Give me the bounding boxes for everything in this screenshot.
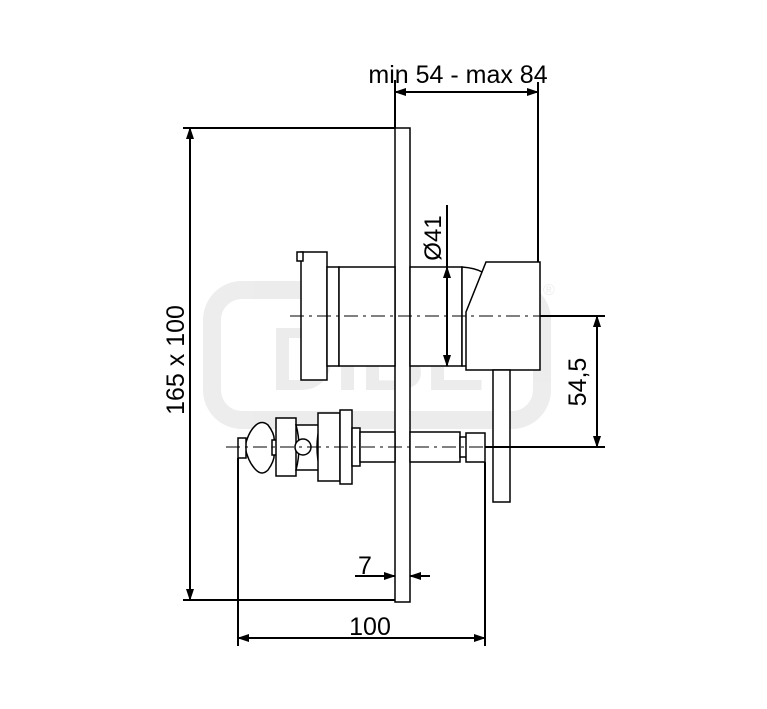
depth-dimension: min 54 - max 84 <box>368 61 548 262</box>
diameter-label: Ø41 <box>420 215 447 260</box>
axis-distance-dimension: 54,5 <box>485 315 605 448</box>
depth-range-label: min 54 - max 84 <box>368 61 547 89</box>
plate-size-dimension: 165 x 100 <box>162 127 395 601</box>
mounting-plate <box>394 127 411 603</box>
svg-text:®: ® <box>543 282 555 299</box>
width-label: 100 <box>349 613 391 641</box>
plate-thickness-dimension: 7 <box>355 552 430 580</box>
plate-thickness-label: 7 <box>358 552 372 580</box>
diameter-dimension: Ø41 <box>420 205 451 367</box>
axis-distance-label: 54,5 <box>564 358 592 407</box>
width-dimension: 100 <box>237 458 486 646</box>
plate-size-label: 165 x 100 <box>162 305 190 415</box>
